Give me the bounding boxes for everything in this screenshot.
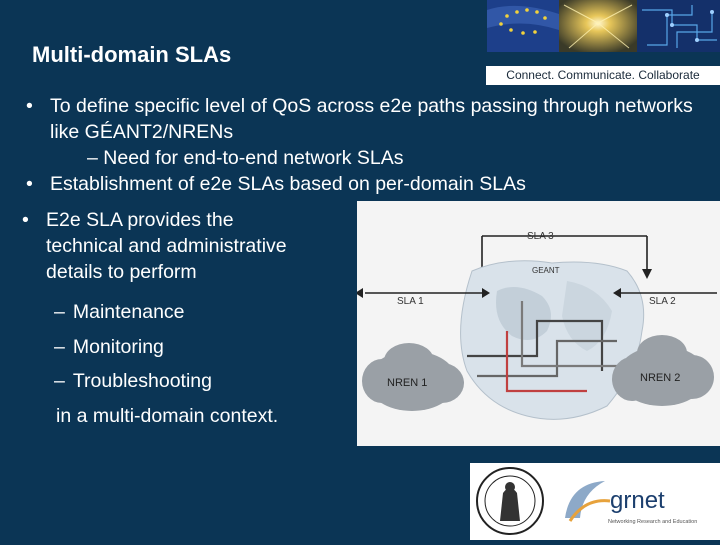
nren2-label: NREN 2 <box>640 372 680 384</box>
bullet-item: • Establishment of e2e SLAs based on per… <box>24 171 714 197</box>
bullet-text: Establishment of e2e SLAs based on per-d… <box>50 173 526 195</box>
arrow-head <box>613 288 621 298</box>
bullet-line: technical and administrative <box>46 235 287 257</box>
header-banner <box>487 0 720 52</box>
bullet-text: To define specific level of QoS across e… <box>50 95 693 143</box>
network-links <box>467 301 637 393</box>
nren1-label: NREN 1 <box>387 377 427 389</box>
bullet-list: • To define specific level of QoS across… <box>24 93 714 197</box>
dash-mark: – <box>54 301 65 323</box>
slide-title: Multi-domain SLAs <box>32 42 232 67</box>
sla-diagram: SLA 3 GEANT SLA 1 SLA 2 NREN 1 NREN 2 <box>357 201 720 446</box>
dash-text: Troubleshooting <box>72 370 212 392</box>
nren2-cloud <box>612 335 714 406</box>
bullet-item: • E2e SLA provides the technical and adm… <box>20 207 360 285</box>
bullet-dot: • <box>26 173 33 195</box>
bullet-line: E2e SLA provides the <box>46 209 234 231</box>
sla2-label: SLA 2 <box>649 296 676 307</box>
light-burst-image <box>559 0 637 52</box>
arrow-head <box>482 288 490 298</box>
dash-mark: – <box>54 370 65 392</box>
grnet-wordmark: grnet <box>610 487 665 514</box>
bullet-line: details to perform <box>46 261 197 283</box>
sub-bullet: – Need for end-to-end network SLAs <box>87 147 404 169</box>
dash-text: Maintenance <box>72 301 185 323</box>
geant-label: GEANT <box>532 266 560 275</box>
dash-item-maintenance: –Maintenance <box>20 295 360 330</box>
bullet-item: • To define specific level of QoS across… <box>24 93 714 145</box>
bullet-dot: • <box>26 95 33 117</box>
sla3-label: SLA 3 <box>527 231 554 242</box>
arrow-head <box>642 269 652 279</box>
grnet-logo: grnet Networking Research and Education <box>565 481 697 525</box>
tail-text: in a multi-domain context. <box>56 404 279 427</box>
nren1-cloud <box>362 343 464 411</box>
network-map-image <box>637 0 720 52</box>
bullet-dot: • <box>22 209 29 231</box>
dash-item-troubleshooting: –Troubleshooting <box>20 364 360 399</box>
grnet-tagline: Networking Research and Education <box>608 519 697 525</box>
arrow-head <box>357 288 363 298</box>
logo-strip: grnet Networking Research and Education <box>470 463 720 540</box>
dash-item-monitoring: –Monitoring <box>20 330 360 365</box>
tagline: Connect. Communicate. Collaborate <box>486 66 720 85</box>
sla1-label: SLA 1 <box>397 296 424 307</box>
dash-text: Monitoring <box>72 335 164 358</box>
sla3-arrow <box>481 235 648 271</box>
sla-bullet-block: • E2e SLA provides the technical and adm… <box>20 207 360 433</box>
eu-flag-image <box>487 0 559 52</box>
dash-mark: – <box>54 335 65 358</box>
university-seal-logo <box>476 467 544 535</box>
